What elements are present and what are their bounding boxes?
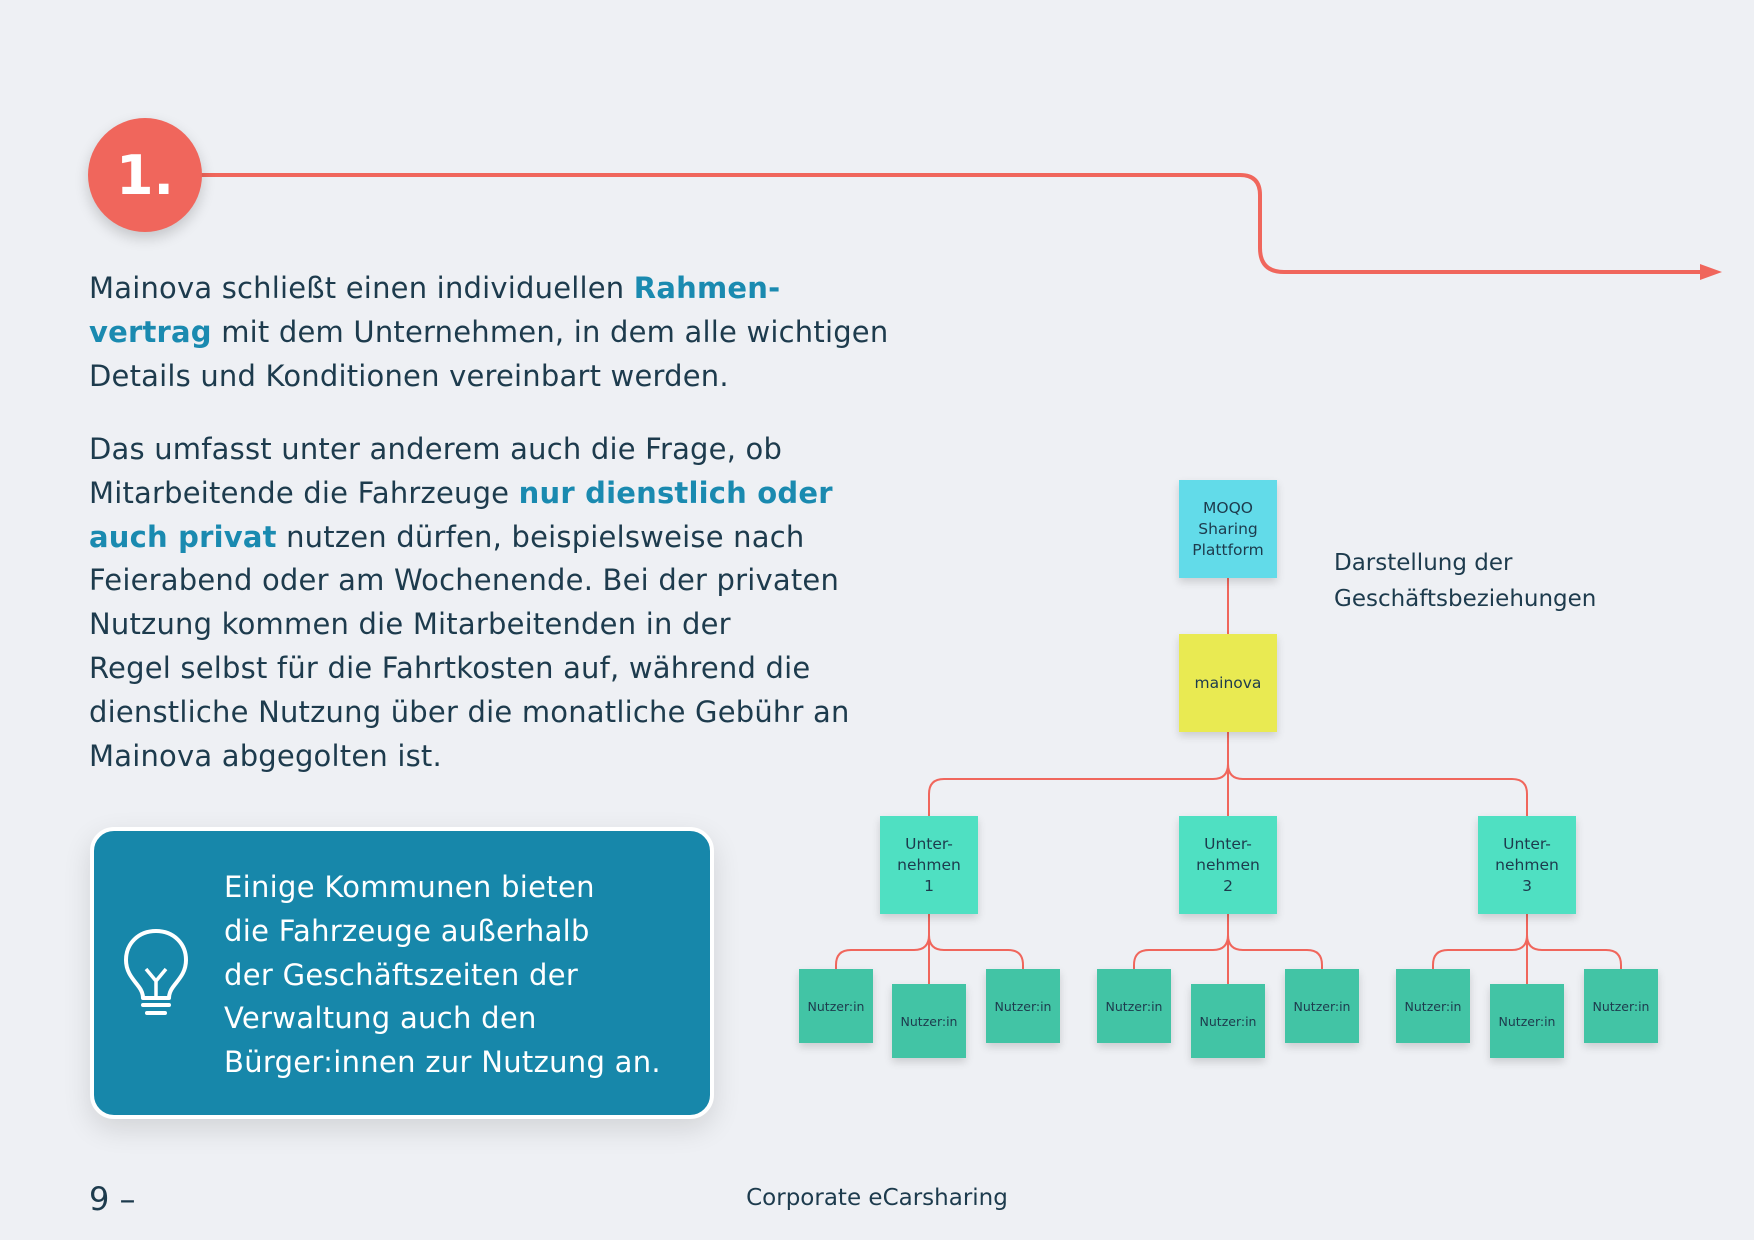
node-user: Nutzer:in <box>1584 969 1658 1043</box>
node-moqo-platform: MOQO Sharing Plattform <box>1179 480 1277 578</box>
highlight-dienstlich-privat: nur dienstlich oder <box>518 475 833 510</box>
node-user: Nutzer:in <box>1097 969 1171 1043</box>
highlight-rahmenvertrag: Rahmen- <box>633 271 781 305</box>
node-user: Nutzer:in <box>892 984 966 1058</box>
node-company-3: Unter- nehmen 3 <box>1478 816 1576 914</box>
node-company-1: Unter- nehmen 1 <box>880 816 978 914</box>
diagram-caption: Darstellung der Geschäftsbeziehungen <box>1334 550 1597 612</box>
arrow-head-icon <box>1700 264 1722 280</box>
node-user: Nutzer:in <box>799 969 873 1043</box>
node-company-2: Unter- nehmen 2 <box>1179 816 1277 914</box>
intro-paragraph-2: Das umfasst unter anderem auch die Frage… <box>89 432 850 773</box>
node-user: Nutzer:in <box>1285 969 1359 1043</box>
highlight-rahmenvertrag-2: vertrag <box>89 314 212 349</box>
intro-paragraph-1: Mainova schließt einen individuellen Rah… <box>89 271 889 393</box>
step-flow-line <box>200 173 1722 280</box>
node-mainova: mainova <box>1179 634 1277 732</box>
highlight-auch-privat: auch privat <box>89 519 277 554</box>
footer-title: Corporate eCarsharing <box>746 1185 1008 1211</box>
lightbulb-icon <box>124 929 188 1015</box>
node-user: Nutzer:in <box>1490 984 1564 1058</box>
tip-box <box>90 827 714 1119</box>
step-number-badge: 1. <box>88 118 202 232</box>
step-number: 1. <box>115 143 175 207</box>
page-number: 9 – <box>89 1180 136 1218</box>
node-user: Nutzer:in <box>986 969 1060 1043</box>
node-user: Nutzer:in <box>1396 969 1470 1043</box>
node-user: Nutzer:in <box>1191 984 1265 1058</box>
